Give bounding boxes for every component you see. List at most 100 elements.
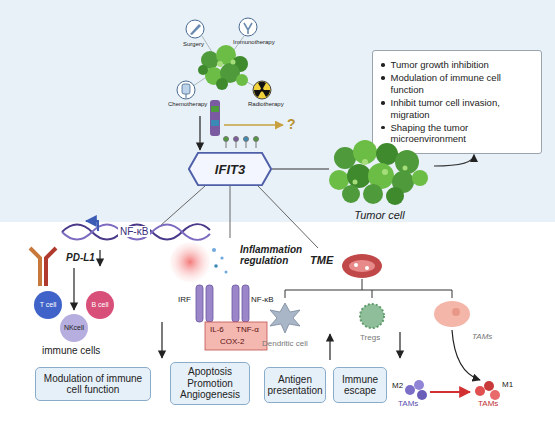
factor-label: NF-κB: [118, 226, 150, 237]
treg-cell: [360, 304, 384, 328]
phenotype-label: M1: [502, 381, 513, 390]
effect-box: Modulation of immune cell function: [35, 367, 151, 401]
blood-vessel-part: [365, 266, 369, 270]
m1-tams-part: [490, 390, 500, 400]
surgery-icon: [186, 20, 204, 38]
cell-arrows-part: [399, 332, 400, 358]
tumor-mass-part: [217, 61, 223, 67]
dendritic-cell-part: [270, 303, 300, 333]
tumor-cell-blob: [347, 164, 371, 188]
bullet-dot: [381, 101, 385, 105]
bullet-text: Modulation of immune cell function: [391, 72, 534, 95]
transcription-arrow: [86, 221, 98, 231]
tumor-mass-part: [198, 65, 208, 75]
tumor-cell-blob: [363, 184, 383, 204]
bullet-dot: [381, 126, 385, 130]
cytokine-receptors-part: [242, 285, 249, 322]
tumor-cell-blob: [342, 185, 360, 203]
radiotherapy-icon-part: [254, 82, 270, 97]
polarization-arrow: [430, 392, 470, 393]
membrane-pins-part: [234, 137, 239, 142]
inflammation-arrow-part: [161, 322, 162, 358]
tme-bracket: [285, 279, 452, 298]
membrane-pins-part: [254, 137, 259, 142]
bullet-row: Shaping the tumor microenvironment: [381, 122, 533, 145]
tumor-mass-part: [231, 60, 236, 65]
box-text: Antigen presentation: [267, 374, 322, 397]
cytokine-panel: [205, 322, 267, 350]
inflammation-arrow: [162, 322, 163, 358]
dendritic-cell: [270, 303, 300, 333]
chemotherapy-icon-part: [177, 81, 195, 99]
pd-l1-receptor-part: [30, 248, 40, 286]
group-label: immune cells: [42, 345, 100, 356]
cytokine-label: COX-2: [220, 338, 244, 347]
connector-line: [434, 155, 474, 166]
cell-label: TAMs: [478, 400, 498, 409]
membrane-pins-part: [244, 137, 249, 142]
transcription-arrow-part: [86, 221, 98, 231]
cluster-caption: Tumor cell: [325, 209, 434, 222]
tme-bracket-part: [285, 290, 286, 298]
cytokine-receptors-part: [196, 285, 203, 322]
tumor-cluster: [325, 138, 430, 206]
cytokine-receptors-part: [206, 285, 213, 322]
receptor-symbol-part: [211, 106, 219, 112]
ifit3-branches-part: [230, 186, 231, 238]
pd-l1-arrows-part: [73, 268, 74, 310]
ifit3-branches: [160, 186, 318, 248]
therapy-label: Immunotherapy: [233, 39, 275, 46]
cell-label: TAMs: [472, 333, 492, 342]
tumor-cell-blob: [353, 140, 377, 164]
therapy-label: Radiotherapy: [248, 101, 284, 108]
tumor-cell-blob: [382, 169, 388, 175]
chemotherapy-icon: [177, 81, 195, 99]
dna-helix-part: [62, 224, 210, 239]
outcome-list-box: Tumor growth inhibitionModulation of imm…: [372, 50, 542, 154]
m1-tams-part: [475, 386, 485, 396]
tme-bracket-part: [285, 290, 452, 291]
immune-cells-part: [86, 291, 114, 319]
top-panel-part: [0, 0, 555, 222]
tumor-cell-blob: [395, 150, 419, 174]
inflammation-blob-part: [212, 248, 216, 252]
factor-label: IRF: [178, 296, 191, 305]
therapy-label: Chemotherapy: [168, 101, 207, 108]
blood-vessel: [342, 254, 382, 278]
hexagon-shape: [189, 153, 271, 185]
unknown-mark: ?: [287, 117, 296, 132]
surgery-icon-part: [190, 24, 201, 35]
ifit3-branches-part: [160, 186, 205, 226]
cytokine-receptors: [196, 285, 249, 322]
bullet-text: Inhibit tumor cell invasion, migration: [391, 97, 534, 120]
tumor-cell-blob: [334, 147, 356, 169]
pd-l1-receptor-part: [46, 248, 56, 286]
inflammation-blob-part: [170, 242, 210, 282]
tumor-cell-blob: [362, 159, 368, 165]
membrane-pins-part: [224, 137, 229, 142]
cytokine-label: IL-6: [210, 326, 224, 335]
receptor-symbol-part: [211, 120, 219, 126]
bullet-text: Tumor growth inhibition: [391, 59, 489, 70]
m2-tams-part: [417, 390, 427, 400]
tumor-cell-blob: [403, 166, 408, 171]
m2-tams-part: [405, 385, 415, 395]
phenotype-label: M2: [392, 382, 403, 391]
effect-box: Immune escape: [333, 367, 387, 403]
receptor-symbol-part: [210, 100, 220, 136]
cell-arrows-part: [329, 334, 330, 360]
gene-hexagon: IFIT3: [188, 152, 272, 186]
signal-arrows-part: [199, 116, 200, 150]
bullet-row: Modulation of immune cell function: [381, 72, 533, 95]
membrane-pins: [224, 137, 259, 149]
cell-label: Tregs: [360, 334, 380, 343]
chemotherapy-icon-part: [182, 84, 190, 94]
box-text: Modulation of immune cell function: [40, 373, 146, 396]
effect-box: Apoptosis Promotion Angiogenesis: [170, 362, 250, 405]
therapy-links-part: [193, 78, 205, 86]
tumor-cell-blob: [376, 143, 398, 165]
pd-l1-receptor: [30, 248, 56, 286]
dna-helix: [62, 224, 210, 240]
tumor-cell-blob: [412, 170, 428, 186]
